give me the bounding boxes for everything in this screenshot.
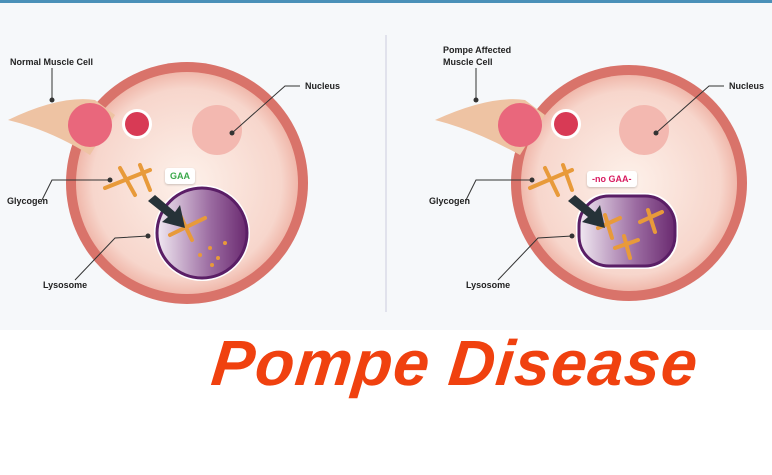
glycogen-label: Glycogen (7, 196, 49, 206)
no-gaa-tag: -no GAA- (587, 171, 637, 187)
gaa-tag: GAA (165, 168, 195, 184)
pompe-cell-label-2: Muscle Cell (443, 57, 493, 67)
diagram-graphics (8, 35, 747, 312)
nucleus (192, 105, 242, 155)
page-title: Pompe Disease (208, 327, 702, 399)
arrow-icon (148, 195, 185, 228)
glycogen-label: Glycogen (429, 196, 471, 206)
normal-cell (8, 62, 308, 304)
lysosome-label: Lysosome (43, 280, 88, 290)
nucleus-label: Nucleus (729, 81, 765, 91)
pompe-cell-label-1: Pompe Affected (443, 45, 512, 55)
nucleus-label: Nucleus (305, 81, 341, 91)
normal-cell-label: Normal Muscle Cell (10, 57, 94, 67)
lysosome-label: Lysosome (466, 280, 511, 290)
